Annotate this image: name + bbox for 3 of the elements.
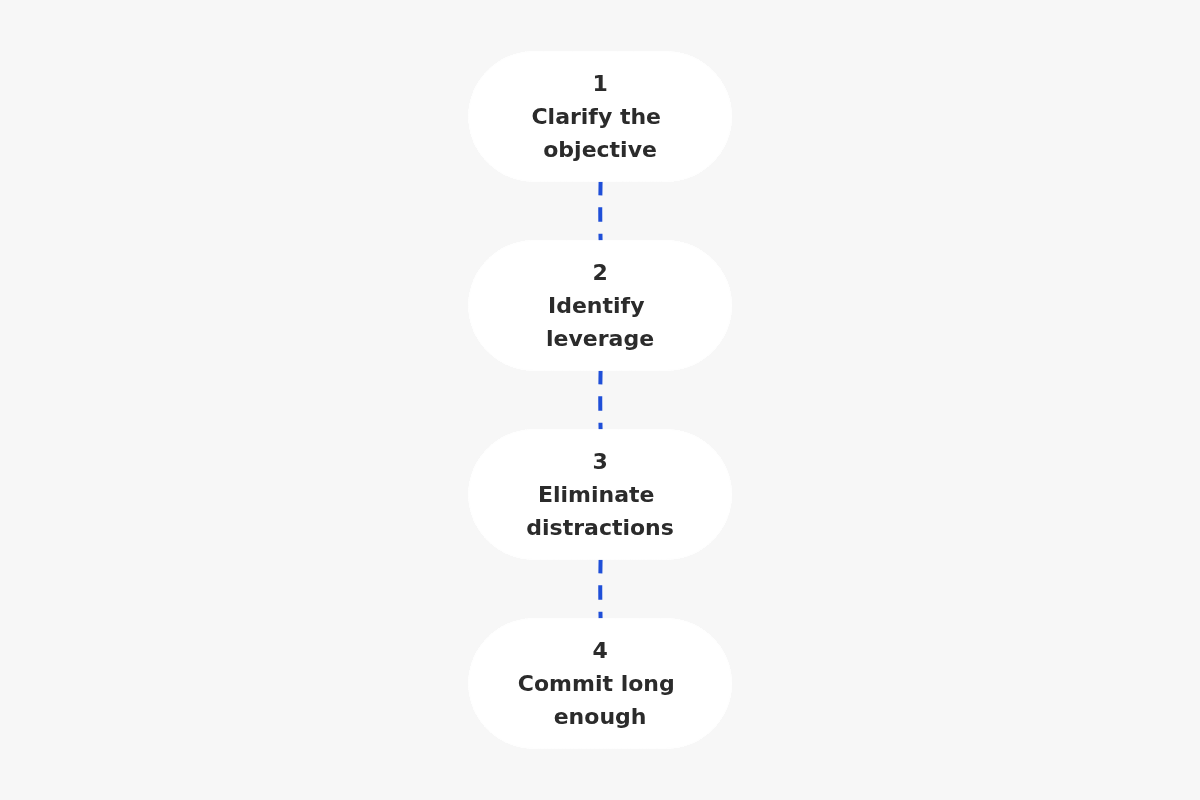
connector xyxy=(598,181,603,242)
connector xyxy=(598,370,603,431)
connector xyxy=(598,559,603,620)
